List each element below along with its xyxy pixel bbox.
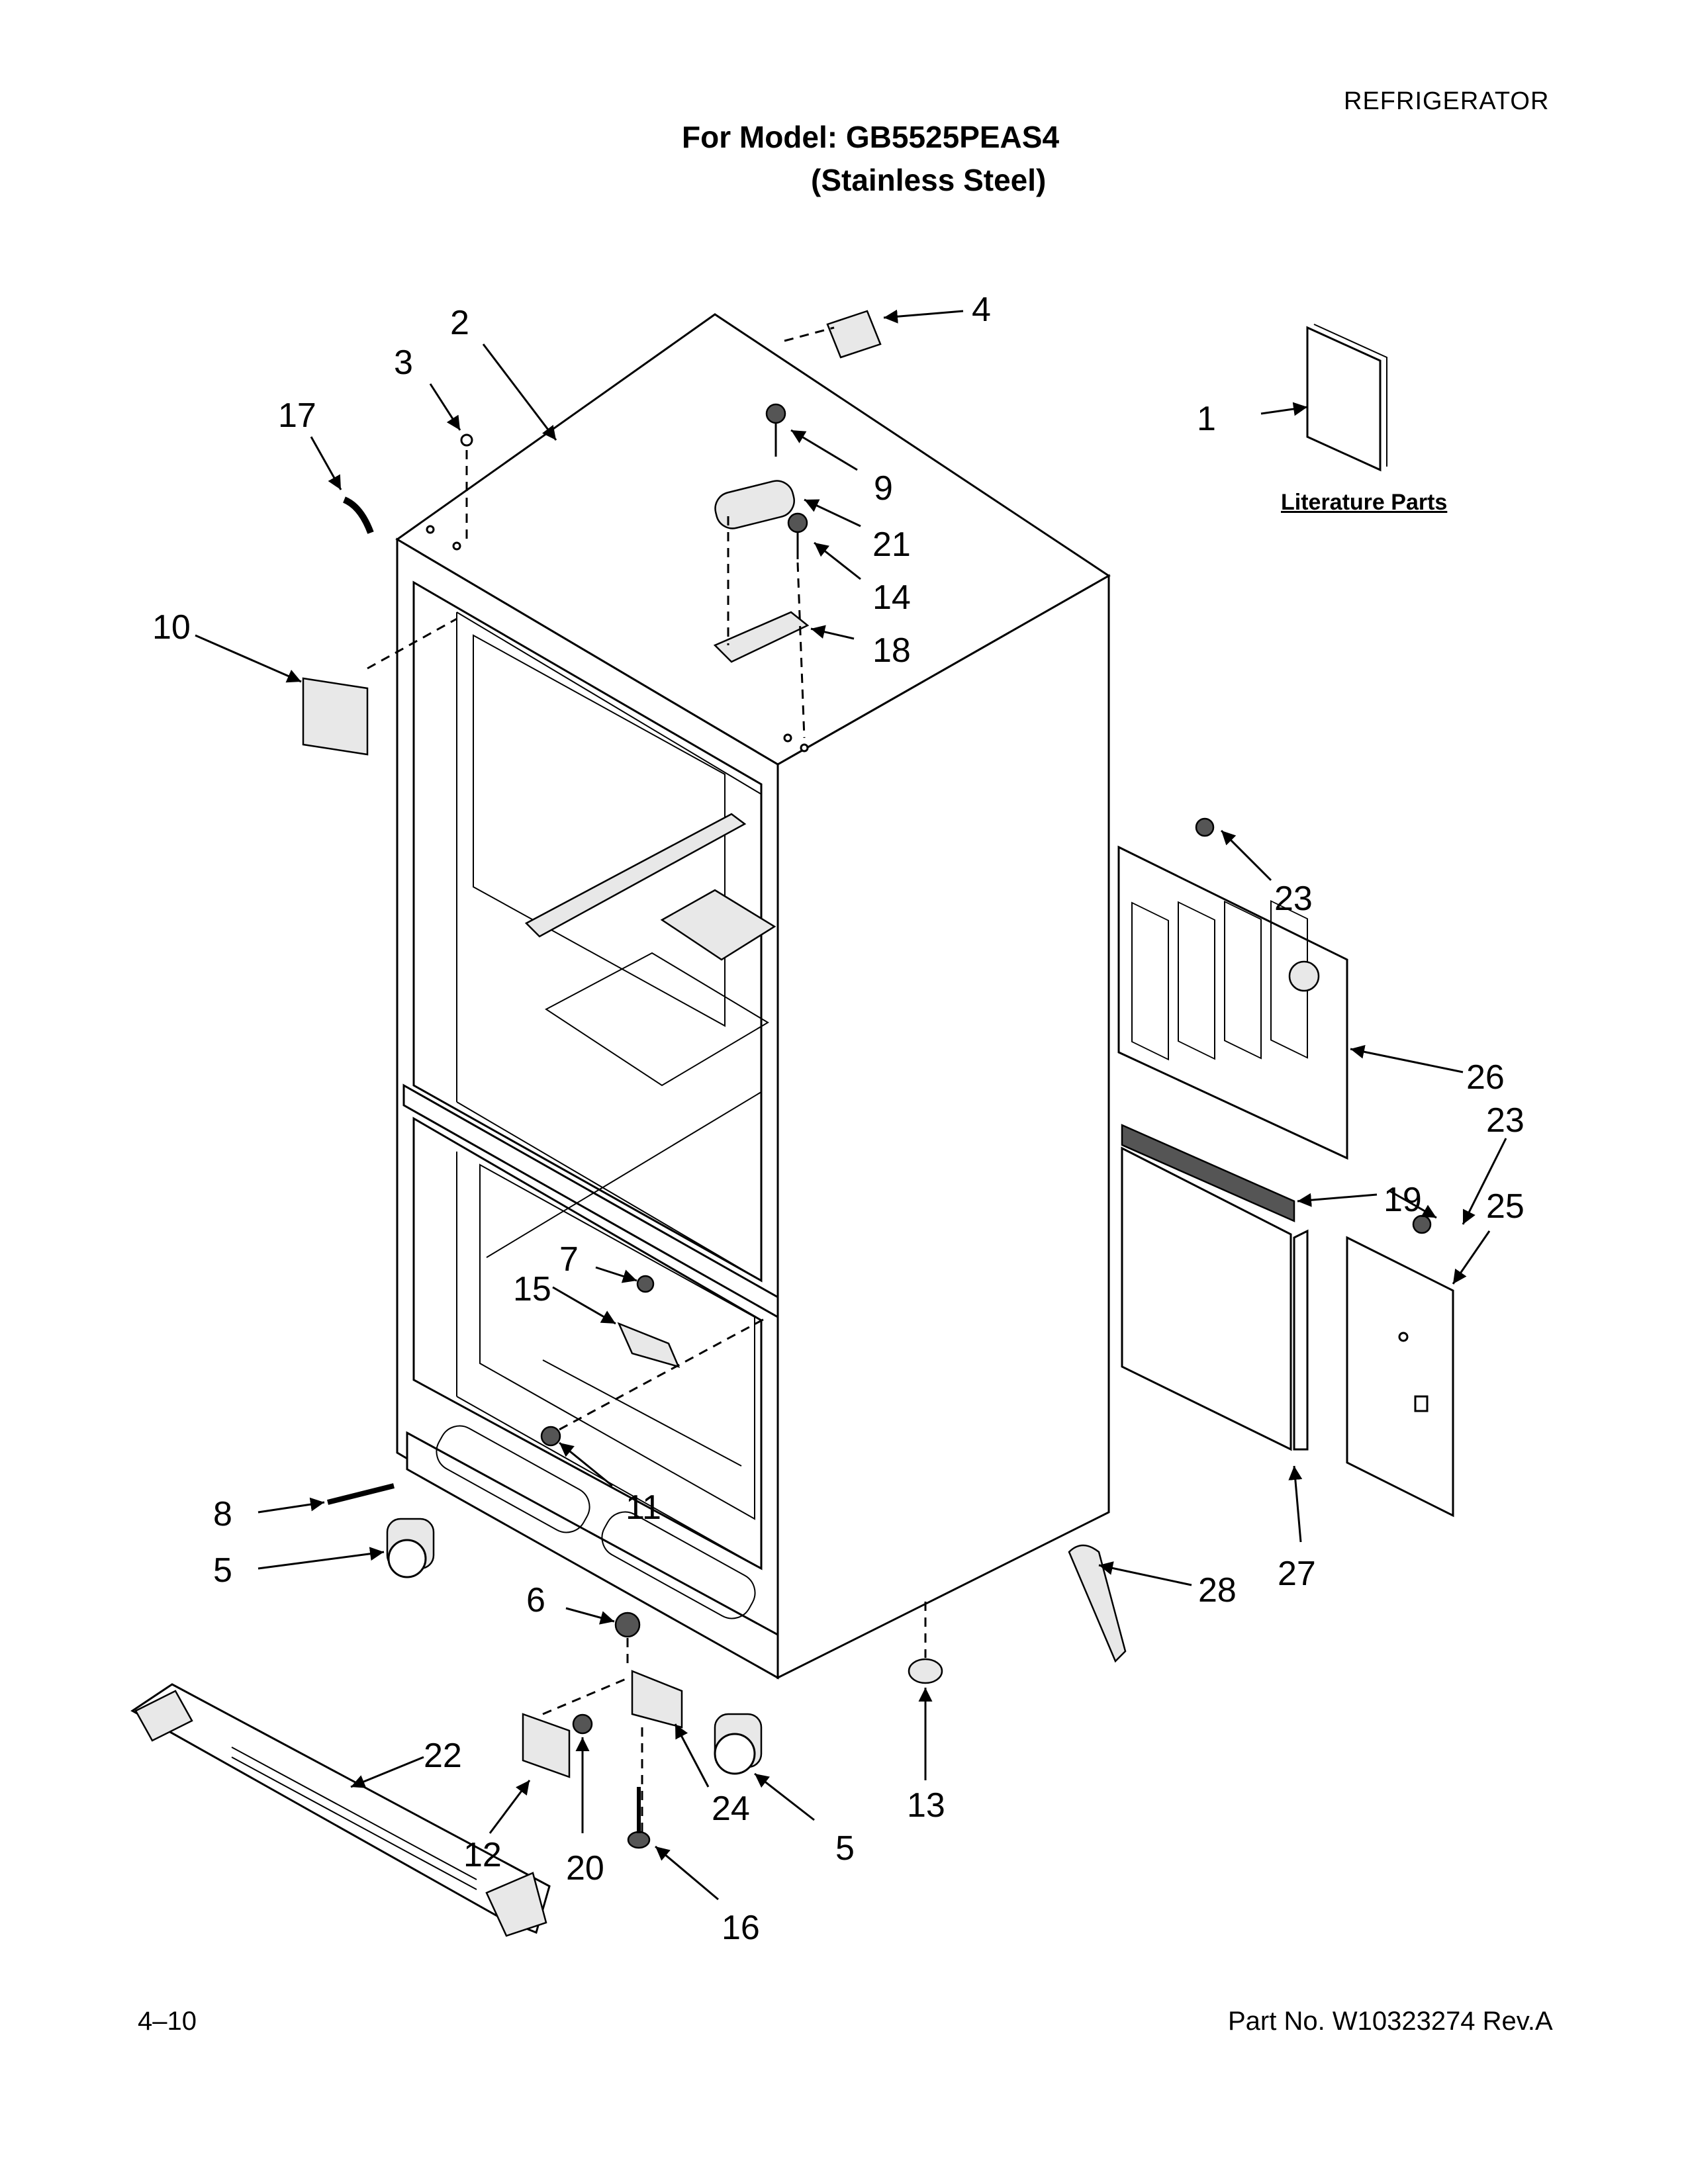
callout-7: 7 [559, 1240, 579, 1279]
part-number: Part No. W10323274 Rev.A [1228, 2007, 1553, 2036]
callout-19: 19 [1383, 1181, 1422, 1219]
callout-24: 24 [712, 1790, 750, 1828]
plug-13 [908, 1658, 943, 1684]
callout-20: 20 [566, 1849, 604, 1888]
callout-10: 10 [152, 608, 191, 647]
callout-15: 15 [513, 1270, 551, 1308]
mullion [402, 1083, 779, 1319]
callout-1: 1 [1197, 400, 1216, 438]
literature-booklet [1306, 324, 1387, 472]
callout-28: 28 [1198, 1571, 1237, 1610]
callout-22: 22 [424, 1737, 462, 1775]
pin-7 [636, 1275, 655, 1293]
callout-labels: 1 2 3 4 5 5 6 7 8 9 10 11 12 13 14 15 16… [152, 291, 1524, 1947]
leader-lines [195, 309, 1507, 1901]
callout-27: 27 [1278, 1555, 1316, 1593]
top-hinge-assembly [713, 403, 810, 739]
callout-26: 26 [1466, 1058, 1505, 1097]
toe-grille-22 [130, 1683, 551, 1937]
screw-23a [1195, 817, 1215, 837]
leveler-6 [614, 1612, 641, 1638]
roller-5a [386, 1518, 435, 1578]
screw-3 [460, 433, 473, 447]
bracket-24 [631, 1670, 683, 1729]
cabinet-side [776, 574, 1110, 1680]
grille-27 [1121, 1146, 1292, 1451]
handle-28 [1068, 1544, 1127, 1663]
callout-13: 13 [907, 1786, 945, 1825]
cabinet-body [395, 313, 1111, 1680]
roller-5b [714, 1713, 763, 1775]
seal-strip-19 [1121, 1124, 1295, 1222]
callout-12: 12 [463, 1836, 502, 1874]
screw-20 [572, 1713, 593, 1735]
category-label: REFRIGERATOR [1344, 87, 1550, 115]
callout-17: 17 [278, 396, 316, 435]
finish-subtitle: (Stainless Steel) [811, 163, 1047, 197]
literature-parts-label: Literature Parts [1281, 490, 1448, 515]
callout-25: 25 [1486, 1187, 1524, 1226]
air-vent [660, 889, 776, 961]
callout-11: 11 [626, 1488, 661, 1527]
leveling-leg-16 [627, 1831, 651, 1849]
control-panel-10 [302, 617, 457, 756]
callout-23a: 23 [1274, 880, 1313, 918]
grille-27-edge [1293, 1229, 1309, 1451]
model-title: For Model: GB5525PEAS4 [682, 120, 1060, 154]
callout-23b: 23 [1486, 1101, 1524, 1140]
cover-plate-25 [1346, 1236, 1454, 1518]
rear-access-panel-26 [1117, 845, 1348, 1160]
shelf-rail [524, 813, 747, 938]
bolt-8 [327, 1483, 395, 1505]
callout-14: 14 [872, 578, 911, 617]
callout-8: 8 [213, 1495, 232, 1533]
callout-6: 6 [526, 1581, 545, 1619]
toe-plate [406, 1431, 779, 1680]
cover-12 [522, 1713, 571, 1778]
hinge-15 [617, 1322, 680, 1368]
callout-5a: 5 [213, 1551, 232, 1590]
callout-2: 2 [450, 304, 469, 342]
hose-17 [342, 496, 374, 534]
callout-16: 16 [722, 1909, 760, 1947]
callout-4: 4 [972, 291, 991, 329]
callout-9: 9 [874, 469, 893, 508]
callout-21: 21 [872, 525, 911, 564]
rating-label [826, 310, 882, 359]
page-number: 4–10 [138, 2007, 197, 2036]
callout-5b: 5 [835, 1829, 855, 1868]
screw-11 [540, 1426, 561, 1447]
callout-18: 18 [872, 631, 911, 670]
callout-3: 3 [394, 343, 413, 382]
